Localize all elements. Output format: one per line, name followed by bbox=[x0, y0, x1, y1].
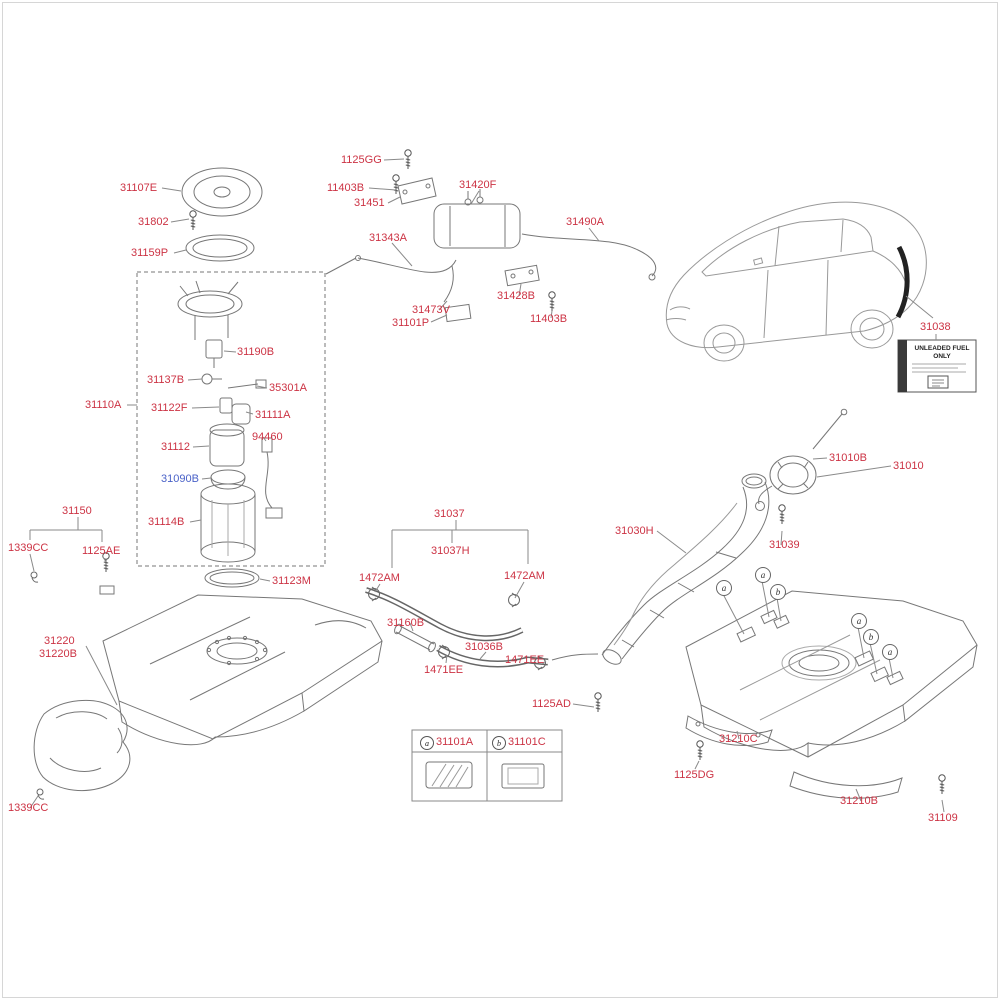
marker-a: a bbox=[716, 580, 732, 596]
part-label-31428b[interactable]: 31428B bbox=[497, 290, 535, 302]
part-label-31343a[interactable]: 31343A bbox=[369, 232, 407, 244]
fuel-caution-text: UNLEADED FUEL ONLY bbox=[914, 345, 970, 360]
part-label-31473v[interactable]: 31473V bbox=[412, 304, 450, 316]
part-label-31038[interactable]: 31038 bbox=[920, 321, 951, 333]
part-label-1472am[interactable]: 1472AM bbox=[504, 570, 545, 582]
part-label-31150[interactable]: 31150 bbox=[62, 505, 92, 517]
part-label-31420f[interactable]: 31420F bbox=[459, 179, 497, 191]
legend-box bbox=[411, 729, 563, 802]
legend-part-31101c[interactable]: 31101C bbox=[508, 736, 546, 748]
part-label-31190b[interactable]: 31190B bbox=[237, 346, 275, 358]
tank-shield bbox=[33, 699, 131, 791]
part-label-31110a[interactable]: 31110A bbox=[85, 399, 122, 411]
part-label-1125dg[interactable]: 1125DG bbox=[674, 769, 715, 781]
legend-marker-a: a bbox=[420, 736, 434, 750]
part-label-31137b[interactable]: 31137B bbox=[147, 374, 185, 386]
fuel-tank-right bbox=[685, 590, 978, 799]
legend-marker-b: b bbox=[492, 736, 506, 750]
part-label-31490a[interactable]: 31490A bbox=[566, 216, 604, 228]
part-label-31159p[interactable]: 31159P bbox=[131, 247, 169, 259]
part-label-31101p[interactable]: 31101P bbox=[392, 317, 430, 329]
part-label-31030h[interactable]: 31030H bbox=[615, 525, 654, 537]
part-label-31039[interactable]: 31039 bbox=[769, 539, 800, 551]
part-label-1471ee[interactable]: 1471EE bbox=[505, 654, 545, 666]
part-label-31160b[interactable]: 31160B bbox=[387, 617, 425, 629]
fuel-tank-left bbox=[30, 552, 383, 800]
part-label-1472am[interactable]: 1472AM bbox=[359, 572, 400, 584]
part-label-31037[interactable]: 31037 bbox=[434, 508, 465, 520]
marker-b: b bbox=[770, 584, 786, 600]
part-label-31090b[interactable]: 31090B bbox=[161, 473, 199, 485]
part-label-31114b[interactable]: 31114B bbox=[148, 516, 185, 528]
fuel-hoses bbox=[365, 586, 602, 713]
part-label-11403b[interactable]: 11403B bbox=[327, 182, 365, 194]
part-label-31451[interactable]: 31451 bbox=[354, 197, 385, 209]
part-label-31010[interactable]: 31010 bbox=[893, 460, 924, 472]
marker-a: a bbox=[851, 613, 867, 629]
part-label-1125ad[interactable]: 1125AD bbox=[532, 698, 571, 710]
canister-assembly bbox=[355, 149, 657, 323]
legend-part-31101a[interactable]: 31101A bbox=[436, 736, 474, 748]
marker-b: b bbox=[863, 629, 879, 645]
part-label-31220[interactable]: 31220 bbox=[44, 635, 75, 647]
part-label-31122f[interactable]: 31122F bbox=[151, 402, 188, 414]
part-label-1339cc[interactable]: 1339CC bbox=[8, 542, 49, 554]
part-label-11403b[interactable]: 11403B bbox=[530, 313, 568, 325]
part-label-94460[interactable]: 94460 bbox=[252, 431, 283, 443]
part-label-31111a[interactable]: 31111A bbox=[255, 409, 291, 421]
filler-neck-assembly bbox=[601, 408, 848, 665]
part-label-31107e[interactable]: 31107E bbox=[120, 182, 158, 194]
part-label-31220b[interactable]: 31220B bbox=[39, 648, 77, 660]
part-label-31010b[interactable]: 31010B bbox=[829, 452, 867, 464]
part-label-31210c[interactable]: 31210C bbox=[719, 733, 758, 745]
part-label-31123m[interactable]: 31123M bbox=[272, 575, 311, 587]
part-label-31037h[interactable]: 31037H bbox=[431, 545, 470, 557]
marker-a: a bbox=[755, 567, 771, 583]
marker-a: a bbox=[882, 644, 898, 660]
part-label-31210b[interactable]: 31210B bbox=[840, 795, 878, 807]
part-label-1471ee[interactable]: 1471EE bbox=[424, 664, 464, 676]
part-label-31112[interactable]: 31112 bbox=[161, 441, 190, 453]
part-label-1125ae[interactable]: 1125AE bbox=[82, 545, 121, 557]
car-illustration bbox=[665, 201, 927, 362]
pump-plate-assembly bbox=[181, 167, 263, 262]
part-label-31109[interactable]: 31109 bbox=[928, 812, 958, 824]
part-label-35301a[interactable]: 35301A bbox=[269, 382, 307, 394]
fuel-caution-label bbox=[897, 339, 977, 393]
leader-lines bbox=[29, 158, 945, 813]
fuel-pump-module bbox=[136, 257, 357, 588]
part-label-31036b[interactable]: 31036B bbox=[465, 641, 503, 653]
part-label-1125gg[interactable]: 1125GG bbox=[341, 154, 382, 166]
part-label-1339cc[interactable]: 1339CC bbox=[8, 802, 49, 814]
part-label-31802[interactable]: 31802 bbox=[138, 216, 169, 228]
